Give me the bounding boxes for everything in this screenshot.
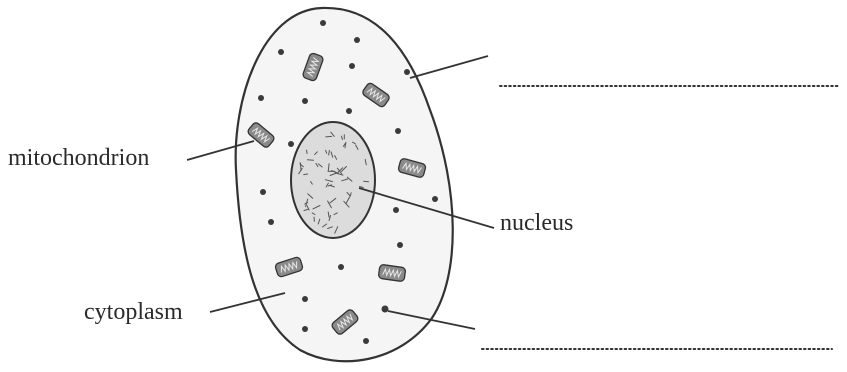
granule xyxy=(320,20,326,26)
label-nucleus: nucleus xyxy=(500,211,573,235)
granule xyxy=(395,128,401,134)
leader-line-membrane xyxy=(410,56,488,78)
chromatin-strand xyxy=(304,174,308,175)
granule xyxy=(382,306,389,313)
granule xyxy=(349,63,355,69)
label-mitochondrion: mitochondrion xyxy=(8,146,149,170)
granule xyxy=(302,98,308,104)
chromatin-strand xyxy=(307,150,308,153)
chromatin-strand xyxy=(364,181,369,182)
granule xyxy=(268,219,274,225)
granule xyxy=(260,189,266,195)
granule xyxy=(432,196,438,202)
granule xyxy=(338,264,344,270)
granule xyxy=(346,108,352,114)
granule xyxy=(302,326,308,332)
nucleus xyxy=(291,122,375,238)
granule xyxy=(404,69,410,75)
chromatin-strand xyxy=(307,160,313,161)
granule xyxy=(363,338,369,344)
granule xyxy=(258,95,264,101)
chromatin-strand xyxy=(329,150,330,155)
granule xyxy=(397,242,403,248)
mitochondrion xyxy=(378,264,406,281)
granule xyxy=(393,207,399,213)
granule xyxy=(278,49,284,55)
granule xyxy=(354,37,360,43)
granule xyxy=(302,296,308,302)
chromatin-strand xyxy=(326,136,332,137)
label-cytoplasm: cytoplasm xyxy=(84,300,183,324)
granule xyxy=(288,141,294,147)
chromatin-strand xyxy=(351,193,352,196)
